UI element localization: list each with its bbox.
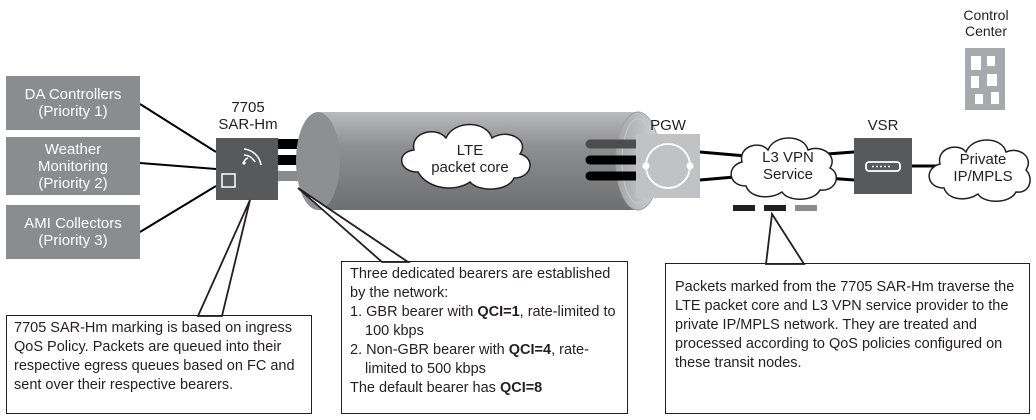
lte-cloud xyxy=(401,123,531,190)
callout-right: Packets marked from the 7705 SAR-Hm trav… xyxy=(665,263,1030,414)
callout-middle-pointer xyxy=(297,187,411,263)
private-mpls-label: Private IP/MPLS xyxy=(953,151,1013,185)
router-icon xyxy=(865,161,901,172)
vpn-service-label: L3 VPN Service xyxy=(762,149,814,183)
link-ami xyxy=(139,185,217,233)
callout-left: 7705 SAR-Hm marking is based on ingress … xyxy=(6,315,312,414)
bearer-item-1: 1. GBR bearer with QCI=1, rate-limited t… xyxy=(350,304,616,339)
mpls-cloud xyxy=(928,139,1031,202)
default-bearer: The default bearer has QCI=8 xyxy=(350,380,543,396)
packet-marker-1 xyxy=(733,205,755,211)
source-ami-collectors: AMI Collectors (Priority 3) xyxy=(6,205,140,259)
vsr-label: VSR xyxy=(867,117,899,134)
bearer-item-2: 2. Non-GBR bearer with QCI=4, rate-limit… xyxy=(350,342,589,377)
callout-left-pointer xyxy=(196,199,251,317)
link-weather xyxy=(139,162,217,170)
control-center-label: Control Center xyxy=(963,7,1009,39)
callout-right-pointer xyxy=(764,211,806,265)
callout-middle: Three dedicated bearers are established … xyxy=(341,261,628,414)
lte-core-label: LTE packet core xyxy=(431,142,509,176)
packet-marker-2 xyxy=(764,205,786,211)
vsr-device xyxy=(854,138,912,194)
control-center-building-icon xyxy=(965,48,1005,110)
vpn-cloud xyxy=(730,137,838,200)
pgw-label: PGW xyxy=(650,117,686,134)
source-da-controllers: DA Controllers (Priority 1) xyxy=(6,76,140,130)
source-weather-monitoring: Weather Monitoring (Priority 2) xyxy=(6,137,140,195)
packet-marker-3 xyxy=(795,205,817,211)
link-da-controllers xyxy=(139,103,217,153)
sar-hm-label: 7705 SAR-Hm xyxy=(218,99,278,133)
sar-hm-device xyxy=(216,138,278,200)
